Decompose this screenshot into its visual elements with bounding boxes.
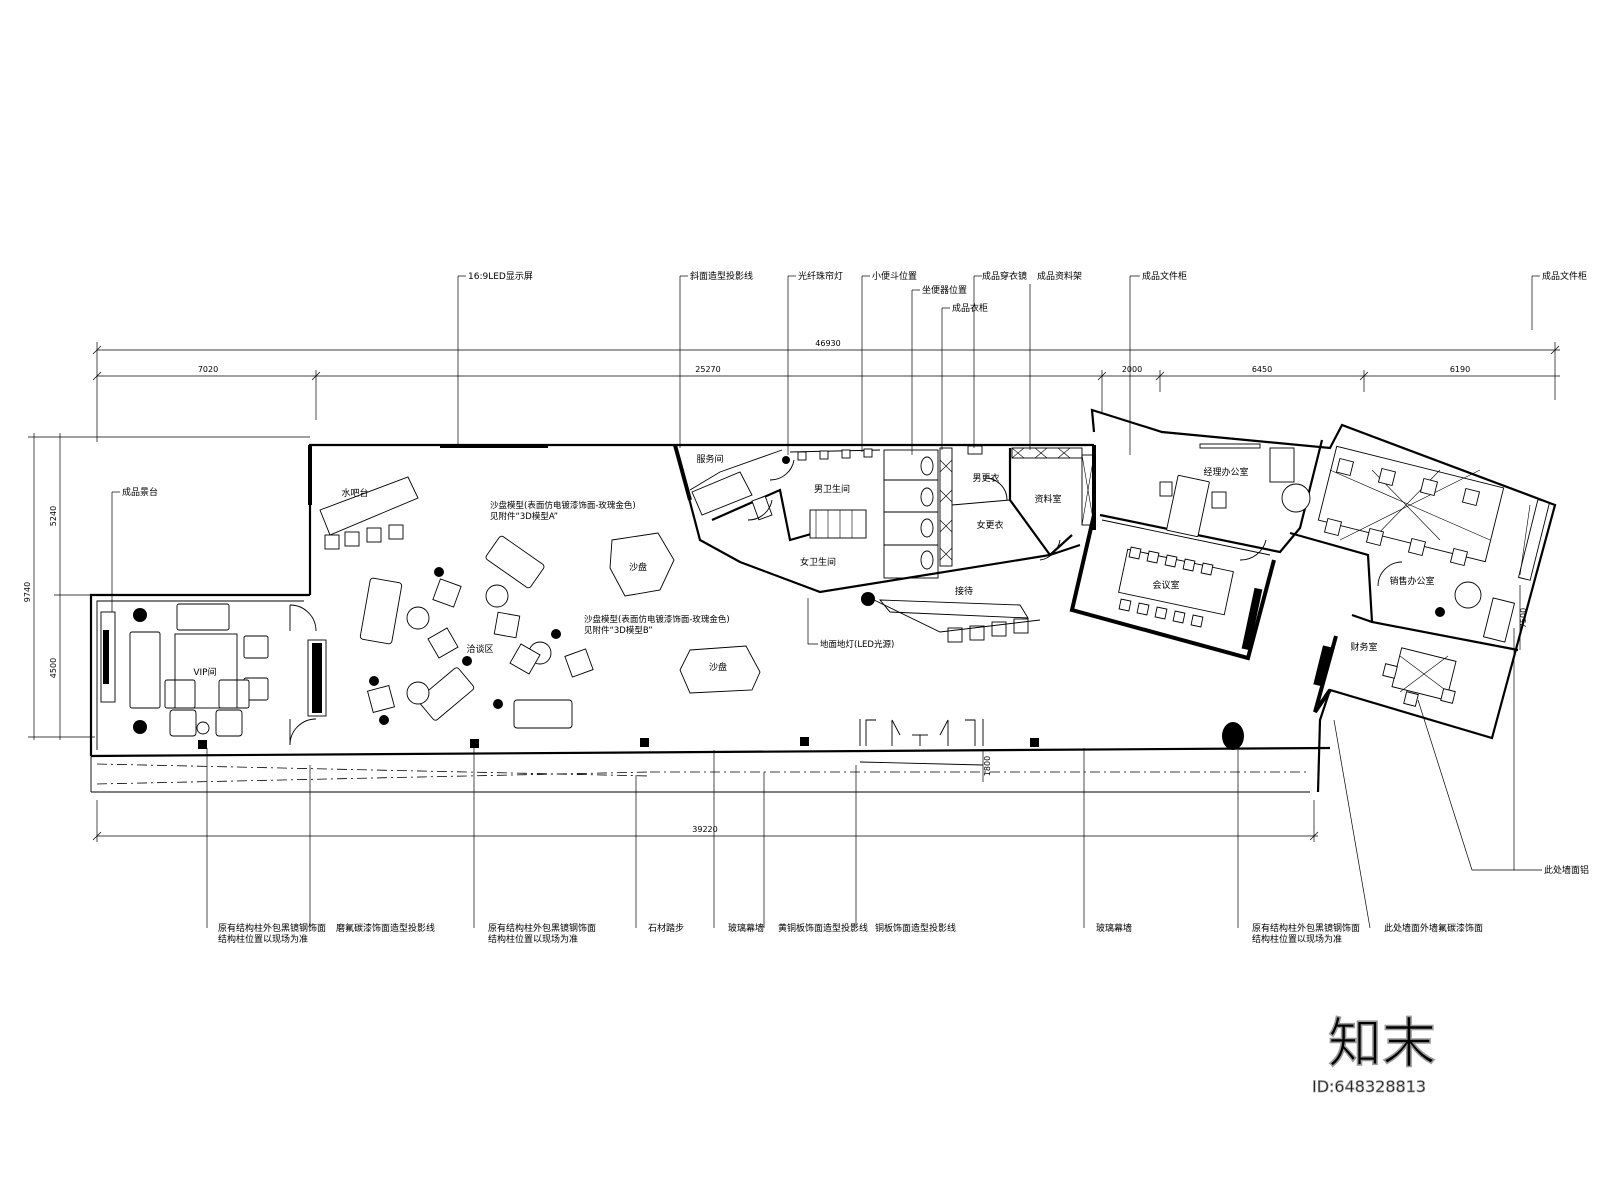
dim-top-segment-3: 2000 <box>1122 365 1142 374</box>
callout-column-1-line2: 结构柱位置以现场为准 <box>218 933 308 945</box>
callout-brass-panel-overlap: 铜板饰面造型投影线 <box>875 922 956 934</box>
callout-toilet: 坐便器位置 <box>922 284 967 296</box>
callout-urinal: 小便斗位置 <box>872 270 917 282</box>
room-label-sand-table-2: 沙盘 <box>709 661 727 673</box>
callout-info-rack: 成品资料架 <box>1037 270 1082 282</box>
note-sand-model-a-line2: 见附件“3D模型A” <box>490 511 558 522</box>
callout-locker: 成品衣柜 <box>952 302 988 314</box>
room-label-manager-office: 经理办公室 <box>1203 466 1248 478</box>
callout-column-3-line1: 原有结构柱外包黑镜钢饰面 <box>1252 922 1360 934</box>
watermark-brand: 知末 <box>1328 1012 1436 1075</box>
room-label-womens-wc: 女卫生间 <box>800 556 836 568</box>
callout-column-3-line2: 结构柱位置以现场为准 <box>1252 933 1342 945</box>
floor-light-note: 地面地灯(LED光源) <box>807 598 894 650</box>
room-label-mens-wc: 男卫生间 <box>814 483 850 495</box>
left-callouts: 成品景台 <box>111 486 158 612</box>
callout-dress-mirror: 成品穿衣镜 <box>982 270 1027 282</box>
callout-brass-panel: 黄铜板饰面造型投影线 <box>778 922 868 934</box>
callout-fiber-light: 光纤珠帘灯 <box>798 270 843 282</box>
room-label-meeting: 会议室 <box>1152 579 1179 591</box>
archive-room: 资料室 <box>1008 445 1096 561</box>
room-label-reception: 接待 <box>955 585 973 597</box>
top-dimension-lines: 46930 7020 25270 2000 6450 6190 <box>92 339 1560 442</box>
dim-left-segment-2: 4500 <box>49 658 58 678</box>
callout-slope-line: 斜面造型投影线 <box>690 270 753 282</box>
dim-top-segment-4: 6450 <box>1252 365 1272 374</box>
note-sand-model-b-line1: 沙盘模型(表面仿电镀漆饰面-玫瑰金色) <box>584 614 730 625</box>
room-label-service: 服务间 <box>696 453 723 465</box>
room-label-mens-changing: 男更衣 <box>972 472 999 484</box>
callout-file-cabinet-1: 成品文件柜 <box>1142 270 1187 282</box>
dim-top-segment-1: 7020 <box>198 365 218 374</box>
room-label-womens-changing: 女更衣 <box>976 519 1003 531</box>
room-label-sand-table-1: 沙盘 <box>629 561 647 573</box>
top-callouts: 16:9LED显示屏 斜面造型投影线 光纤珠帘灯 小便斗位置 坐便器位置 成品衣… <box>457 270 1587 455</box>
callout-led-screen: 16:9LED显示屏 <box>468 271 533 282</box>
service-wc-block: 服务间 男卫生间 女卫生间 <box>673 444 1073 643</box>
room-label-finance: 财务室 <box>1350 641 1377 653</box>
room-label-vip: VIP间 <box>193 666 216 678</box>
dim-bottom-overall: 39220 <box>692 825 717 834</box>
callout-glass-wall-1: 玻璃幕墙 <box>728 922 764 934</box>
note-sand-model-a-line1: 沙盘模型(表面仿电镀漆饰面-玫瑰金色) <box>490 500 636 511</box>
dim-left-overall: 9740 <box>23 582 32 602</box>
watermark-id: ID:648328813 <box>1312 1077 1426 1096</box>
callout-column-2-line1: 原有结构柱外包黑镜钢饰面 <box>488 922 596 934</box>
callout-stone-step: 石材踏步 <box>648 922 684 934</box>
watermark: 知末 ID:648328813 <box>1312 1011 1437 1096</box>
callout-glass-wall-2: 玻璃幕墙 <box>1096 922 1132 934</box>
note-floor-light: 地面地灯(LED光源) <box>820 639 894 650</box>
left-dimension-lines: 9740 5240 4500 <box>23 433 310 740</box>
manager-meeting-block: 经理办公室 会议室 <box>1069 439 1324 661</box>
lobby-area: 水吧台 洽谈区 沙盘 沙盘 沙盘模型(表面仿电镀漆饰面-玫瑰金色) 见附件“3D… <box>319 444 761 729</box>
room-label-negotiation: 洽谈区 <box>466 643 493 655</box>
dim-top-segment-2: 25270 <box>695 365 720 374</box>
dim-top-overall: 46930 <box>815 339 840 348</box>
room-label-archive: 资料室 <box>1034 493 1061 505</box>
note-sand-model-b-line2: 见附件“3D模型B” <box>584 625 653 636</box>
callout-right-side: 此处墙面铝 <box>1544 864 1589 876</box>
callout-display-stand: 成品景台 <box>122 486 158 498</box>
callout-column-2-line2: 结构柱位置以现场为准 <box>488 933 578 945</box>
callout-exterior-wall: 此处墙面外墙氟碳漆饰面 <box>1384 922 1483 934</box>
bottom-callouts: 原有结构柱外包黑镜钢饰面 磨氟碳漆饰面造型投影线 结构柱位置以现场为准 原有结构… <box>206 628 1589 945</box>
vip-room: VIP间 <box>100 603 327 746</box>
dim-step-width: 1800 <box>983 756 992 776</box>
room-label-sales-office: 销售办公室 <box>1389 575 1434 587</box>
outer-walls <box>89 408 1557 793</box>
facade-details <box>198 719 1244 766</box>
sales-finance-block: 销售办公室 财务室 <box>1289 445 1551 714</box>
callout-file-cabinet-2: 成品文件柜 <box>1542 270 1587 282</box>
dim-left-segment-1: 5240 <box>49 506 58 526</box>
callout-column-1-line1: 原有结构柱外包黑镜钢饰面 <box>218 922 326 934</box>
callout-column-1-overlap: 磨氟碳漆饰面造型投影线 <box>336 922 435 934</box>
room-label-water-bar: 水吧台 <box>341 487 368 499</box>
dim-top-segment-5: 6190 <box>1450 365 1470 374</box>
